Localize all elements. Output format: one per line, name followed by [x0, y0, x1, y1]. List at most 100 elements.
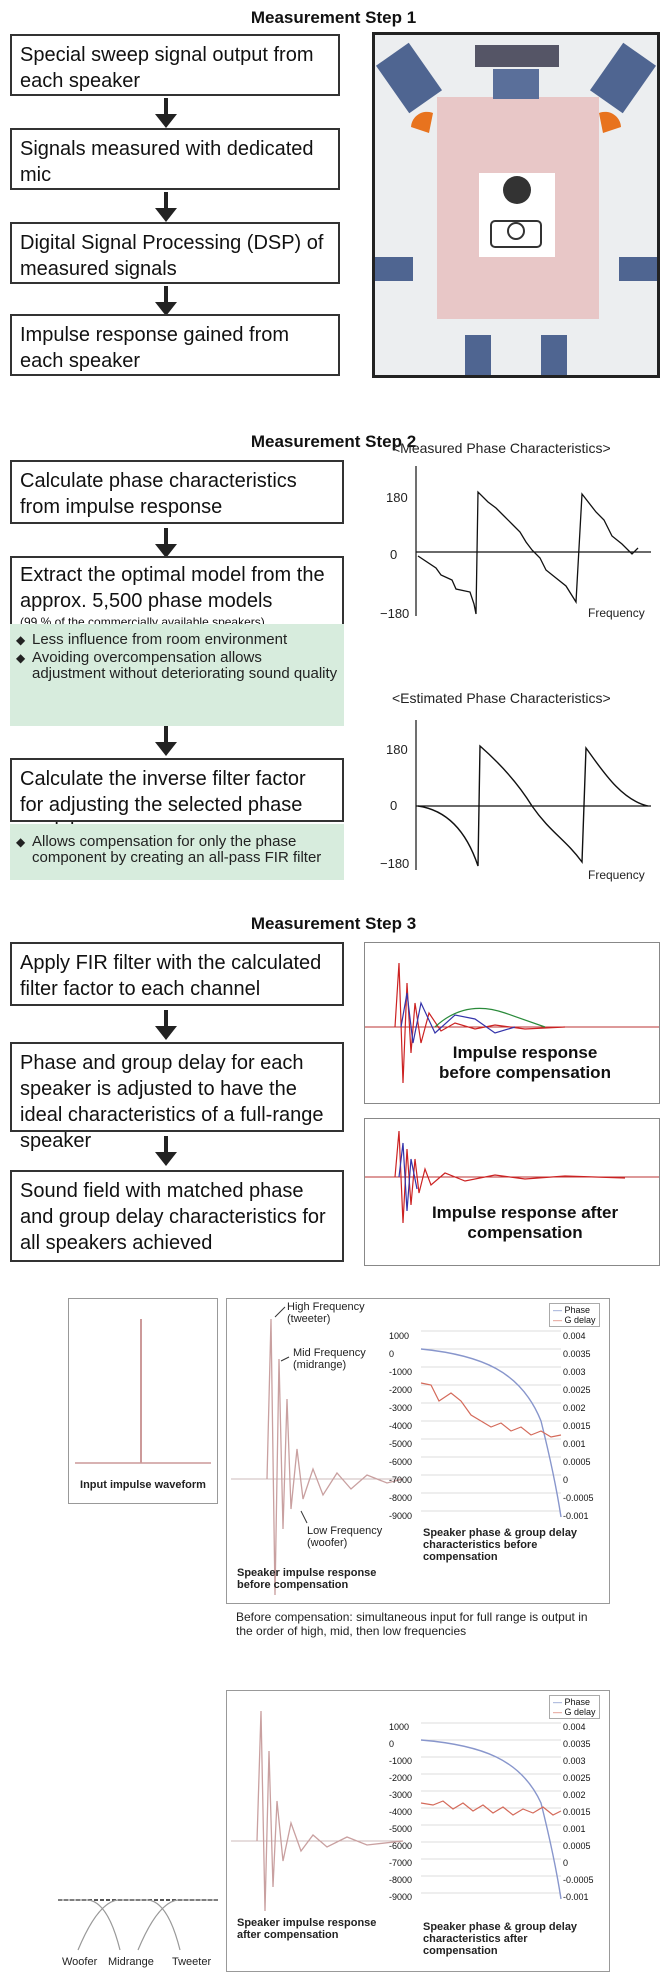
tick: 0 — [563, 1858, 569, 1868]
tick: -6000 — [389, 1457, 413, 1467]
y-tick-neg180: −180 — [380, 856, 410, 871]
bullets-allpass: Allows compensation for only the phase c… — [10, 824, 344, 880]
crossover-midrange: Midrange — [108, 1956, 154, 1968]
tick: -3000 — [389, 1790, 413, 1800]
bullet-item: Less influence from room environment — [16, 632, 338, 649]
tick: 1000 — [389, 1331, 410, 1341]
step2-title: Measurement Step 2 — [250, 432, 417, 451]
before-characteristics-chart: — Phase — G delay 1000 0 -1000 -2000 -3000 -4… — [389, 1303, 603, 1521]
input-impulse-panel: Input impulse waveform — [68, 1298, 218, 1504]
step1-title: Measurement Step 1 — [250, 8, 417, 27]
tick: 0.002 — [563, 1403, 586, 1413]
step1-box-dsp: Digital Signal Processing (DSP) of measu… — [10, 222, 340, 284]
before-characteristics-label: Speaker phase & group delay characterist… — [423, 1527, 578, 1563]
y-tick-neg180: −180 — [380, 606, 410, 621]
extract-text: Extract the optimal model from the appro… — [20, 564, 325, 612]
tick: 0.0015 — [563, 1421, 591, 1431]
tick: -7000 — [389, 1475, 413, 1485]
legend-phase: Phase — [564, 1305, 591, 1315]
input-impulse-label: Input impulse waveform — [80, 1479, 206, 1491]
tick: 0.0005 — [563, 1841, 591, 1851]
y-tick-180: 180 — [386, 490, 408, 505]
tick: -1000 — [389, 1367, 413, 1377]
tick: 0 — [389, 1739, 395, 1749]
chart-legend: — Phase — G delay — [549, 1303, 600, 1327]
tick: 0.004 — [563, 1331, 586, 1341]
after-response-label: Speaker impulse response after compensat… — [237, 1917, 377, 1941]
bullets-room: Less influence from room environment Avo… — [10, 624, 344, 726]
tick: 0.002 — [563, 1790, 586, 1800]
mid-frequency-label: Mid Frequency (midrange) — [293, 1347, 366, 1371]
tick: 0 — [563, 1475, 569, 1485]
chart-legend: — Phase — G delay — [549, 1695, 600, 1719]
tick: -0.001 — [563, 1511, 589, 1521]
crossover-tweeter: Tweeter — [172, 1956, 212, 1968]
crossover-woofer: Woofer — [62, 1956, 98, 1968]
tick: -5000 — [389, 1439, 413, 1449]
tick: 0.001 — [563, 1439, 586, 1449]
estimated-phase-title: <Estimated Phase Characteristics> — [392, 690, 611, 706]
tick: -8000 — [389, 1875, 413, 1885]
tick: 0.0035 — [563, 1739, 591, 1749]
y-tick-180: 180 — [386, 742, 408, 757]
tick: 0.003 — [563, 1756, 586, 1766]
tick: -8000 — [389, 1493, 413, 1503]
impulse-before-panel: Impulse response before compensation — [364, 942, 660, 1104]
measured-phase-title: <Measured Phase Characteristics> — [392, 440, 611, 456]
tick: 0.004 — [563, 1722, 586, 1732]
tick: -0.0005 — [563, 1875, 594, 1885]
step3-box-adjust: Phase and group delay for each speaker i… — [10, 1042, 344, 1152]
tick: -0.001 — [563, 1892, 589, 1902]
estimated-phase-chart — [415, 720, 651, 870]
impulse-after-label: Impulse response after compensation — [431, 1203, 619, 1242]
legend-phase: Phase — [564, 1697, 591, 1707]
tick: 1000 — [389, 1722, 410, 1732]
tick: 0.003 — [563, 1367, 586, 1377]
step1-box-sweep: Special sweep signal output from each sp… — [10, 34, 340, 96]
measured-phase-chart — [415, 466, 651, 616]
tick: -3000 — [389, 1403, 413, 1413]
low-frequency-label: Low Frequency (woofer) — [307, 1525, 383, 1549]
tick: 0.0025 — [563, 1773, 591, 1783]
bullet-item: Allows compensation for only the phase c… — [16, 834, 338, 866]
x-axis-label: Frequency — [588, 868, 645, 882]
tick: -4000 — [389, 1421, 413, 1431]
tick: -4000 — [389, 1807, 413, 1817]
right-axis-ticks: 0.004 0.0035 0.003 0.0025 0.002 0.0015 0.001 0.… — [563, 1327, 594, 1525]
tick: -7000 — [389, 1858, 413, 1868]
x-axis-label: Frequency — [588, 606, 645, 620]
tick: 0.0025 — [563, 1385, 591, 1395]
step3-box-achieved: Sound field with matched phase and group… — [10, 1170, 344, 1262]
tick: -9000 — [389, 1892, 413, 1902]
step3-title: Measurement Step 3 — [250, 914, 417, 933]
crossover-diagram — [58, 1899, 218, 1951]
tick: 0.0005 — [563, 1457, 591, 1467]
tick: -6000 — [389, 1841, 413, 1851]
high-frequency-label: High Frequency (tweeter) — [287, 1301, 365, 1325]
step2-box-phase: Calculate phase characteristics from imp… — [10, 460, 344, 524]
tick: -2000 — [389, 1773, 413, 1783]
room-illustration — [372, 32, 660, 378]
tick: -5000 — [389, 1824, 413, 1834]
tick: -1000 — [389, 1756, 413, 1766]
tick: 0.0015 — [563, 1807, 591, 1817]
step3-box-apply: Apply FIR filter with the calculated fil… — [10, 942, 344, 1006]
left-axis-ticks: 1000 0 -1000 -2000 -3000 -4000 -5000 -6000 -7000… — [389, 1719, 412, 1906]
legend-gdelay: G delay — [564, 1315, 596, 1325]
tick: -2000 — [389, 1385, 413, 1395]
step1-box-impulse: Impulse response gained from each speake… — [10, 314, 340, 376]
before-caption: Before compensation: simultaneous input … — [236, 1610, 588, 1638]
y-tick-0: 0 — [390, 798, 398, 813]
before-compensation-panel: High Frequency (tweeter) Mid Frequency (… — [226, 1298, 610, 1604]
bullet-item: Avoiding overcompensation allows adjustm… — [16, 650, 338, 682]
tick: 0.0035 — [563, 1349, 591, 1359]
step2-box-inverse: Calculate the inverse filter factor for … — [10, 758, 344, 842]
tick: -9000 — [389, 1511, 413, 1521]
impulse-before-label: Impulse response before compensation — [439, 1043, 611, 1082]
legend-gdelay: G delay — [564, 1707, 596, 1717]
before-response-label: Speaker impulse response before compensa… — [237, 1567, 377, 1591]
after-compensation-panel: Speaker impulse response after compensat… — [226, 1690, 610, 1972]
after-characteristics-label: Speaker phase & group delay characterist… — [423, 1921, 578, 1957]
impulse-after-panel: Impulse response after compensation — [364, 1118, 660, 1266]
